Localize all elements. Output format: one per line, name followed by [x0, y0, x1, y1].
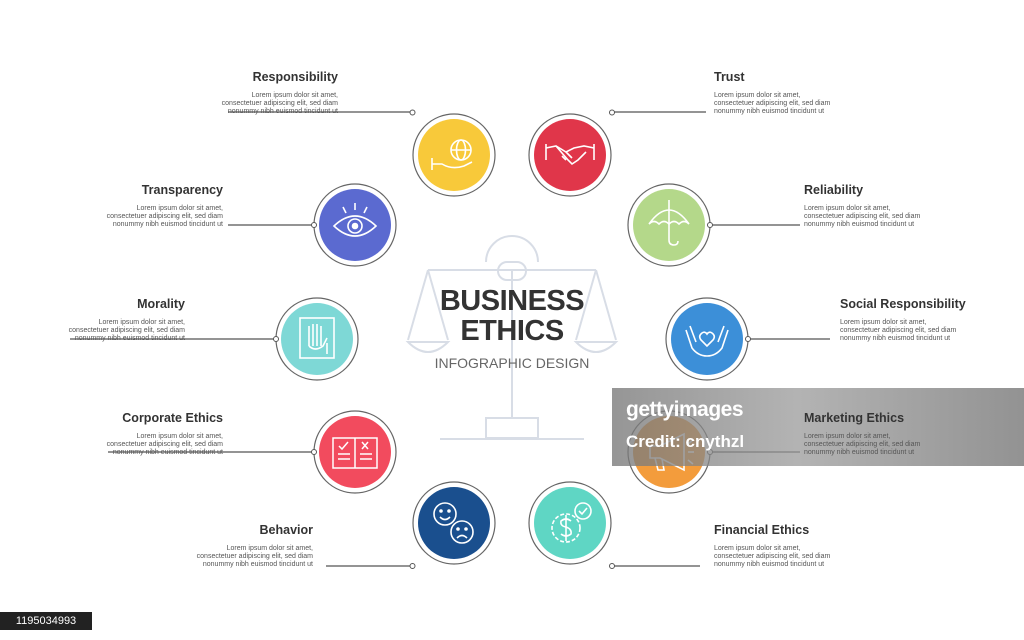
corporate-ethics-description: Lorem ipsum dolor sit amet,consectetuer …	[106, 433, 223, 456]
connector-lines	[70, 111, 830, 567]
reliability-description: Lorem ipsum dolor sit amet,consectetuer …	[804, 205, 921, 228]
scales-of-justice-illustration	[405, 235, 619, 440]
social-responsibility-description: Lorem ipsum dolor sit amet,consectetuer …	[840, 319, 957, 342]
raised-hand-icon	[299, 317, 335, 359]
handshake-icon	[545, 144, 595, 166]
trust-description: Lorem ipsum dolor sit amet,consectetuer …	[714, 92, 831, 115]
trust-title: Trust	[714, 70, 745, 84]
behavior-title: Behavior	[259, 523, 314, 537]
financial-ethics-description: Lorem ipsum dolor sit amet,consectetuer …	[714, 545, 831, 568]
hand-globe-icon	[431, 139, 473, 170]
social-responsibility-title: Social Responsibility	[840, 297, 966, 311]
image-id-badge: 1195034993	[0, 612, 92, 630]
morality-description: Lorem ipsum dolor sit amet,consectetuer …	[68, 319, 185, 342]
responsibility-title: Responsibility	[252, 70, 338, 84]
center-title-line1: BUSINESS	[439, 285, 585, 317]
center-subtitle: INFOGRAPHIC DESIGN	[434, 355, 590, 371]
responsibility-description: Lorem ipsum dolor sit amet,consectetuer …	[221, 92, 338, 115]
transparency-title: Transparency	[141, 183, 223, 197]
marketing-ethics-title: Marketing Ethics	[804, 411, 905, 425]
dollar-check-icon	[551, 502, 592, 543]
umbrella-icon	[648, 200, 690, 246]
financial-ethics-title: Financial Ethics	[714, 523, 810, 537]
center-title-line2: ETHICS	[460, 315, 564, 347]
node-corporate-ethics	[311, 410, 397, 494]
node-behavior	[409, 481, 496, 569]
hands-heart-icon	[685, 325, 729, 357]
node-trust	[528, 109, 615, 197]
smiley-faces-icon	[433, 502, 474, 544]
node-social-responsibility	[665, 297, 751, 381]
corporate-ethics-title: Corporate Ethics	[122, 411, 223, 425]
morality-title: Morality	[137, 297, 185, 311]
watermark-band	[612, 388, 1024, 466]
watermark-logo: gettyimages	[626, 398, 744, 421]
reliability-title: Reliability	[804, 183, 864, 197]
transparency-description: Lorem ipsum dolor sit amet,consectetuer …	[106, 205, 223, 228]
eye-icon	[332, 203, 378, 237]
node-responsibility	[409, 109, 496, 197]
behavior-description: Lorem ipsum dolor sit amet,consectetuer …	[196, 545, 313, 568]
node-morality	[273, 297, 359, 381]
open-book-icon	[332, 437, 378, 469]
marketing-ethics-description: Lorem ipsum dolor sit amet,consectetuer …	[804, 433, 921, 456]
node-financial-ethics	[528, 481, 615, 569]
watermark-credit: Credit: cnythzl	[626, 432, 745, 451]
node-reliability	[627, 183, 713, 267]
node-transparency	[311, 183, 397, 267]
